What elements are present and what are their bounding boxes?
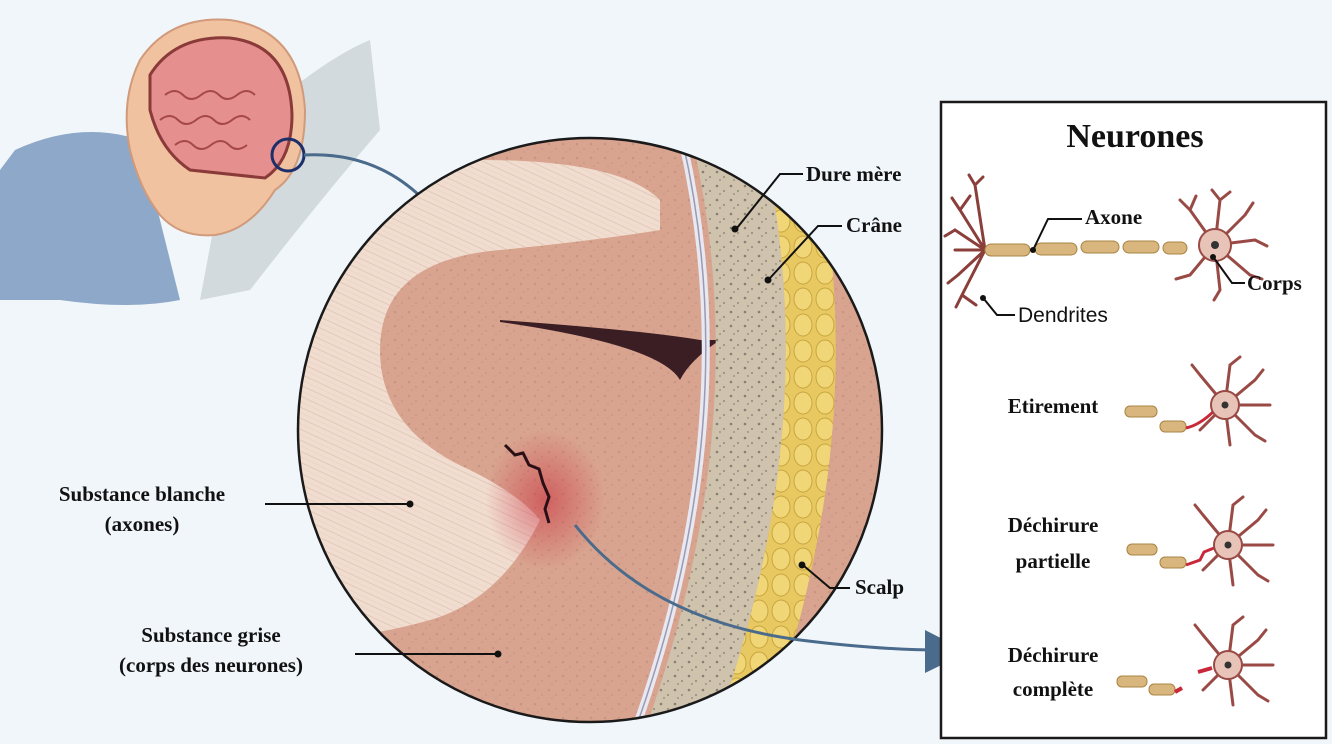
white-matter-label-line2: (axones) — [105, 512, 180, 536]
complete-tear-label-line2: complète — [1013, 677, 1093, 701]
dura-label-text: Dure mère — [806, 162, 901, 186]
gray-matter-label-line1: Substance grise — [141, 623, 280, 647]
skull-label-text: Crâne — [846, 213, 902, 237]
gray-matter-label-line2: (corps des neurones) — [119, 653, 303, 677]
dendrites-label: Dendrites — [1018, 304, 1108, 327]
stretching-label: Etirement — [1008, 394, 1099, 418]
neurons-panel: Neurones Axone Corps Dendrites — [941, 102, 1326, 738]
gray-matter-pointer-dot — [495, 651, 502, 658]
white-matter-label-line1: Substance blanche — [59, 482, 225, 506]
neurons-panel-title: Neurones — [1066, 118, 1203, 155]
partial-tear-label-line1: Déchirure — [1008, 513, 1099, 537]
scalp-pointer-dot — [799, 562, 806, 569]
body-label: Corps — [1247, 271, 1302, 295]
complete-tear-label-line1: Déchirure — [1008, 643, 1099, 667]
dura-pointer-dot — [732, 226, 739, 233]
scalp-label-text: Scalp — [855, 575, 904, 599]
partial-tear-label-line2: partielle — [1016, 549, 1091, 573]
white-matter-pointer-dot — [407, 501, 414, 508]
neurons-panel-frame — [941, 102, 1326, 738]
axon-label: Axone — [1085, 205, 1142, 229]
skull-pointer-dot — [765, 277, 772, 284]
